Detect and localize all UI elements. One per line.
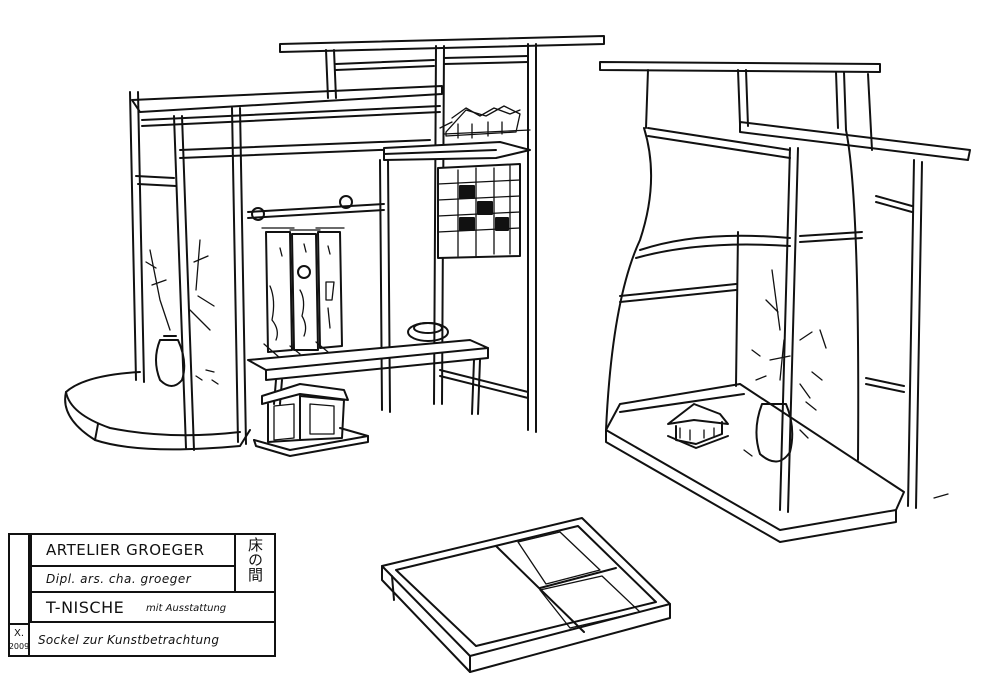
plinth-subtitle: Sockel zur Kunstbetrachtung	[38, 633, 220, 647]
left-top-back-beam	[279, 35, 605, 53]
project-subtitle: mit Ausstattung	[146, 603, 227, 614]
right-top-back-beam	[599, 61, 881, 73]
miniature-house-upper	[439, 105, 531, 139]
miniature-house-floor	[667, 403, 729, 449]
small-shrine-cabinet	[253, 383, 369, 457]
left-alcove-sketch	[64, 35, 605, 457]
vase-sketch	[155, 339, 186, 387]
title-block-project-cell	[30, 591, 276, 623]
hanging-scrolls	[261, 227, 345, 359]
right-base-platform	[605, 383, 905, 531]
kanji-tokonoma: 床の間	[246, 537, 264, 582]
date-year: 2009	[8, 642, 30, 651]
owner-name: Dipl. ars. cha. groeger	[46, 572, 192, 586]
lattice-window	[437, 163, 521, 259]
title-block-date-cell	[8, 623, 30, 657]
studio-name: ARTELIER GROEGER	[46, 541, 205, 559]
title-block: ARTELIER GROEGER Dipl. ars. cha. groeger…	[8, 533, 276, 657]
tatami-plinth-sketch	[381, 517, 671, 673]
title-block-kanji-cell	[234, 533, 276, 593]
project-title: T-NISCHE	[46, 598, 125, 617]
left-base-platform	[64, 371, 251, 451]
right-top-front-beam	[739, 121, 971, 161]
low-bench	[247, 339, 489, 371]
date-month: X.	[13, 628, 25, 639]
right-alcove-sketch	[599, 61, 971, 543]
right-vase	[755, 403, 794, 463]
